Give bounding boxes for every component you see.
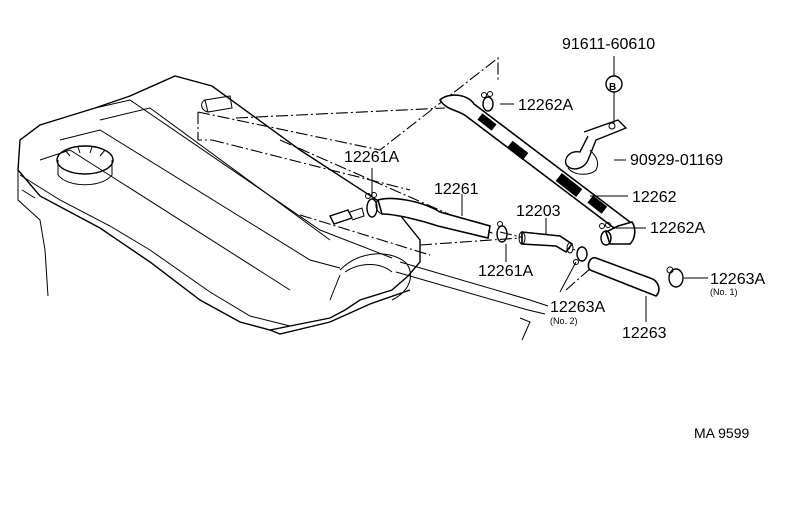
reference-lines [197, 56, 601, 291]
label-bolt-symbol: B [609, 82, 616, 93]
label-12263a-no1-note: (No. 1) [710, 287, 738, 297]
clamp-12261a-top [365, 192, 378, 218]
bracket-90929-01169 [564, 119, 628, 175]
label-91611-60610: 91611-60610 [562, 36, 655, 53]
clamp-12262a-bottom [599, 222, 612, 246]
leader-lines [371, 103, 708, 322]
label-12262: 12262 [632, 189, 677, 206]
label-12261a-bottom: 12261A [478, 263, 533, 280]
clamp-12263a-no2 [573, 246, 588, 265]
engine-head-cover [17, 75, 549, 341]
label-90929-01169: 90929-01169 [630, 152, 723, 169]
label-12262a-top: 12262A [518, 97, 573, 114]
label-12261a-top: 12261A [344, 149, 399, 166]
label-12263: 12263 [622, 325, 667, 342]
label-12263a-no1: 12263A [710, 271, 765, 288]
diagram-code: MA 9599 [694, 425, 749, 441]
clamp-12262a-top [481, 91, 494, 112]
bolt-91611-60610 [605, 56, 623, 124]
label-12263a-no2: 12263A [550, 299, 605, 316]
clamp-12261a-bottom [496, 221, 508, 243]
label-12263a-no2-note: (No. 2) [550, 316, 578, 326]
label-12261: 12261 [434, 181, 479, 198]
hose-12261 [375, 197, 491, 239]
hose-12263 [587, 256, 660, 297]
label-12262a-bottom: 12262A [650, 220, 705, 237]
oil-cap [56, 145, 114, 175]
clamp-12263a-no1 [666, 266, 684, 288]
pipe-12203 [518, 231, 574, 254]
label-12203: 12203 [516, 203, 561, 220]
